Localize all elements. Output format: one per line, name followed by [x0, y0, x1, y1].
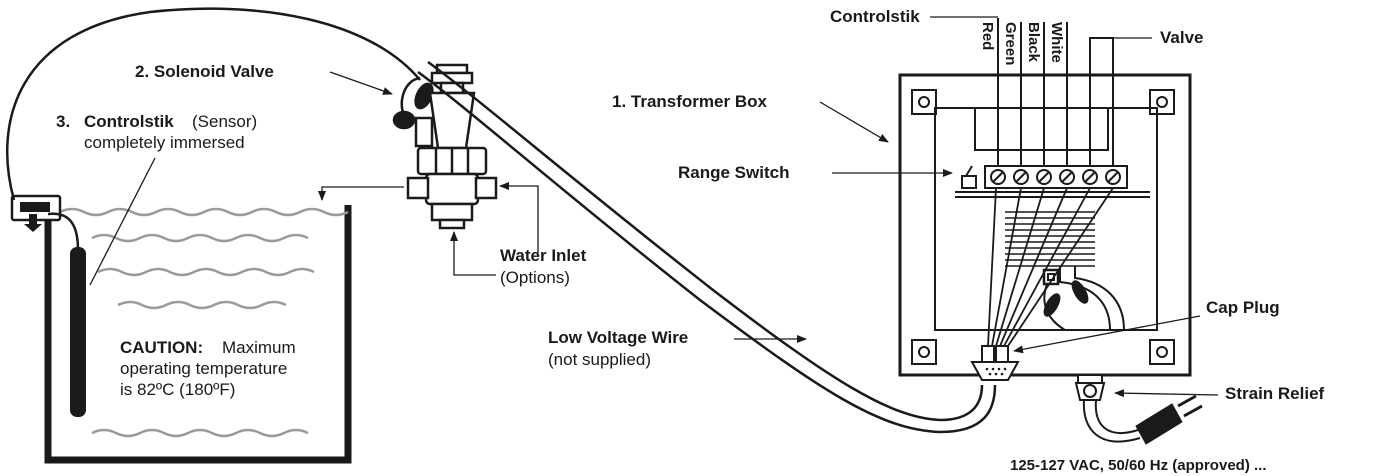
- power-plug: [1135, 394, 1203, 445]
- caution-line3: is 82ºC (180ºF): [120, 380, 236, 399]
- not-supplied-label: (not supplied): [548, 350, 652, 369]
- fan-wires: [987, 187, 1114, 347]
- power-cord: [1082, 399, 1141, 443]
- strain-relief: [1074, 374, 1106, 401]
- sensor-cable: [6, 7, 421, 201]
- controlstik-immersed-label: completely immersed: [84, 133, 245, 152]
- water-waves: [59, 207, 349, 438]
- low-voltage-wire: [417, 60, 997, 434]
- bottom-partial-text: 125-127 VAC, 50/60 Hz (approved) ...: [1010, 457, 1267, 474]
- low-voltage-wire-label: Low Voltage Wire: [548, 328, 689, 347]
- valve-label: Valve: [1160, 28, 1204, 47]
- transformer-box-label: 1. Transformer Box: [612, 92, 767, 111]
- wire-label-green: Green: [1002, 22, 1019, 66]
- caution-line1: Maximum: [222, 338, 296, 357]
- water-inlet-options-label: (Options): [500, 268, 570, 287]
- transformer-coil: [1005, 211, 1095, 267]
- caution-title: CAUTION:: [120, 338, 204, 357]
- lead-wires: [997, 18, 1114, 166]
- wire-label-red: Red: [979, 22, 996, 51]
- internal-cord: [1042, 266, 1125, 331]
- water-tank: [44, 205, 352, 464]
- controlstik-sensor-label: (Sensor): [192, 112, 258, 131]
- solenoid-valve-label: 2. Solenoid Valve: [135, 62, 274, 81]
- wiring-diagram: [6, 7, 1219, 464]
- cap-plug-label: Cap Plug: [1206, 298, 1280, 317]
- range-switch-label: Range Switch: [678, 163, 790, 182]
- wire-label-black: Black: [1025, 22, 1042, 63]
- sensor-probe: [10, 194, 86, 417]
- wire-label-white: White: [1048, 22, 1065, 63]
- range-switch: [961, 165, 977, 189]
- water-inlet-label: Water Inlet: [500, 246, 587, 265]
- cap-plug: [970, 345, 1020, 381]
- controlstik-name: Controlstik: [84, 112, 174, 131]
- controlstik-number: 3.: [56, 112, 71, 131]
- leader-lines: [89, 16, 1219, 398]
- caution-line2: operating temperature: [120, 359, 288, 378]
- controlstik-top-label: Controlstik: [830, 7, 920, 26]
- solenoid-valve: [392, 63, 498, 230]
- strain-relief-label: Strain Relief: [1225, 384, 1325, 403]
- terminal-block: [955, 165, 1150, 198]
